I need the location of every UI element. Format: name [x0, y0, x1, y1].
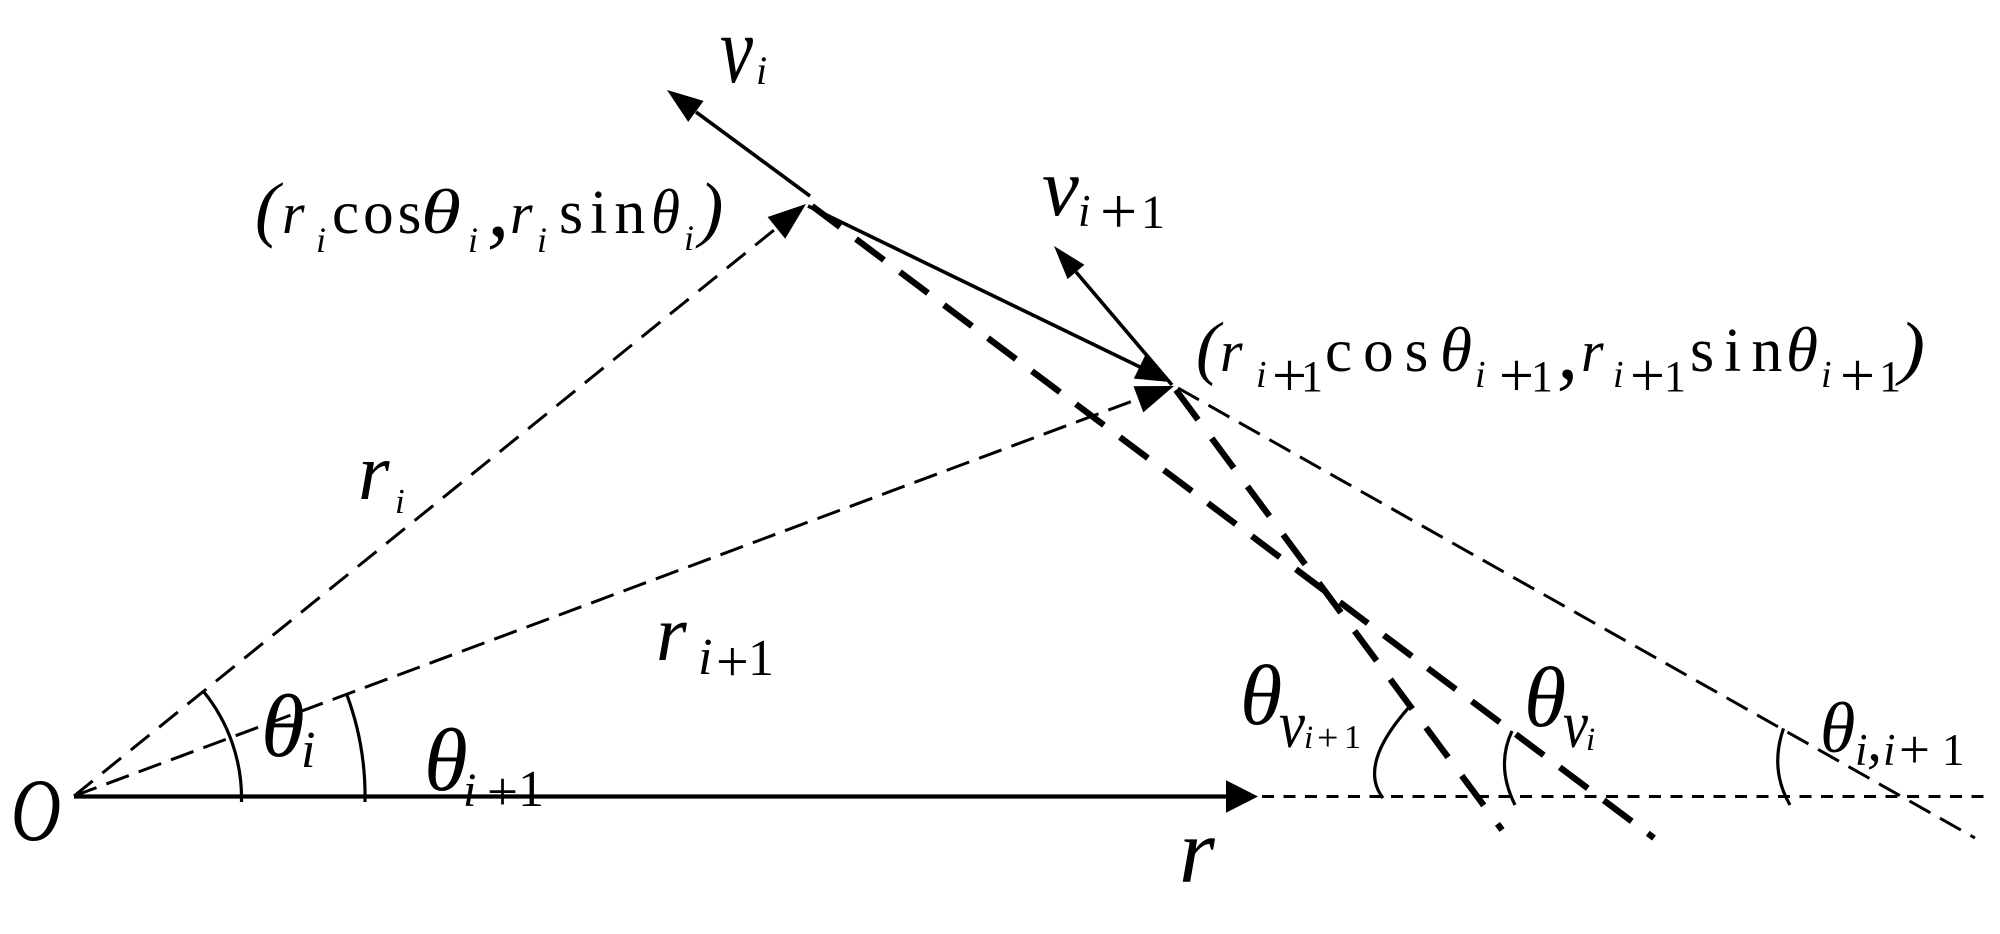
svg-text:i: i: [1304, 720, 1313, 756]
svg-text:1: 1: [748, 630, 774, 687]
svg-text:i: i: [1586, 722, 1595, 758]
svg-text:+: +: [1272, 342, 1307, 410]
svg-text:v: v: [1279, 686, 1306, 762]
svg-text:r: r: [510, 181, 533, 246]
svg-text:i: i: [316, 220, 326, 260]
svg-text:θ: θ: [651, 176, 680, 247]
svg-text:cos: cos: [1325, 318, 1439, 385]
svg-text:r: r: [358, 427, 390, 517]
svg-text:θ: θ: [261, 678, 305, 776]
svg-text:r: r: [656, 591, 687, 678]
svg-text:θ: θ: [1524, 649, 1566, 745]
svg-text:i: i: [1613, 354, 1624, 396]
svg-text:sin: sin: [559, 179, 652, 247]
svg-text:+: +: [1100, 175, 1137, 248]
svg-text:i: i: [1821, 354, 1832, 396]
svg-text:i: i: [1855, 725, 1868, 775]
svg-text:+: +: [1899, 719, 1930, 780]
svg-text:+: +: [716, 629, 749, 694]
svg-text:+: +: [487, 761, 518, 822]
svg-text:θ: θ: [424, 712, 468, 810]
svg-text:i: i: [395, 482, 405, 521]
svg-text:1: 1: [1879, 352, 1901, 401]
svg-text:(: (: [255, 168, 284, 249]
svg-text:+: +: [1630, 342, 1665, 410]
svg-text:1: 1: [1141, 186, 1165, 239]
svg-text:θ: θ: [1440, 314, 1472, 385]
svg-text:i: i: [537, 220, 547, 260]
svg-text:i: i: [1883, 725, 1896, 775]
svg-text:r: r: [1220, 319, 1243, 384]
svg-text:i: i: [684, 218, 694, 258]
svg-text:): ): [695, 168, 723, 249]
svg-text:(: (: [1196, 309, 1224, 387]
svg-text:i: i: [1078, 186, 1091, 236]
svg-text:1: 1: [1344, 719, 1361, 756]
svg-text:cos: cos: [332, 180, 425, 247]
svg-text:sin: sin: [1690, 317, 1792, 385]
svg-text:1: 1: [1942, 725, 1965, 775]
svg-text:,: ,: [1867, 707, 1882, 773]
svg-text:1: 1: [1531, 352, 1553, 401]
svg-text:i: i: [698, 629, 712, 686]
svg-text:1: 1: [1664, 352, 1686, 401]
svg-text:v: v: [1042, 141, 1079, 233]
svg-text:i: i: [468, 220, 478, 260]
svg-text:θ: θ: [1786, 314, 1818, 385]
svg-text:θ: θ: [1240, 647, 1282, 743]
svg-text:i: i: [1256, 354, 1267, 396]
svg-text:+: +: [1840, 342, 1875, 410]
svg-text:1: 1: [1301, 352, 1323, 401]
svg-text:v: v: [1563, 686, 1589, 762]
svg-text:i: i: [756, 48, 767, 93]
svg-text:r: r: [1581, 319, 1604, 384]
svg-text:θ: θ: [1820, 688, 1855, 768]
svg-text:i: i: [301, 722, 315, 779]
svg-text:r: r: [1179, 800, 1216, 902]
svg-text:+: +: [1317, 717, 1338, 759]
svg-text:O: O: [11, 762, 61, 860]
svg-text:1: 1: [518, 761, 544, 818]
svg-text:i: i: [463, 764, 476, 817]
svg-text:i: i: [1475, 354, 1486, 396]
svg-text:r: r: [282, 181, 305, 246]
svg-text:+: +: [1499, 342, 1534, 410]
svg-text:,: ,: [1557, 303, 1578, 397]
svg-text:v: v: [720, 0, 753, 103]
svg-text:): ): [1895, 309, 1925, 387]
svg-text:,: ,: [487, 157, 510, 256]
svg-text:θ: θ: [421, 176, 461, 247]
